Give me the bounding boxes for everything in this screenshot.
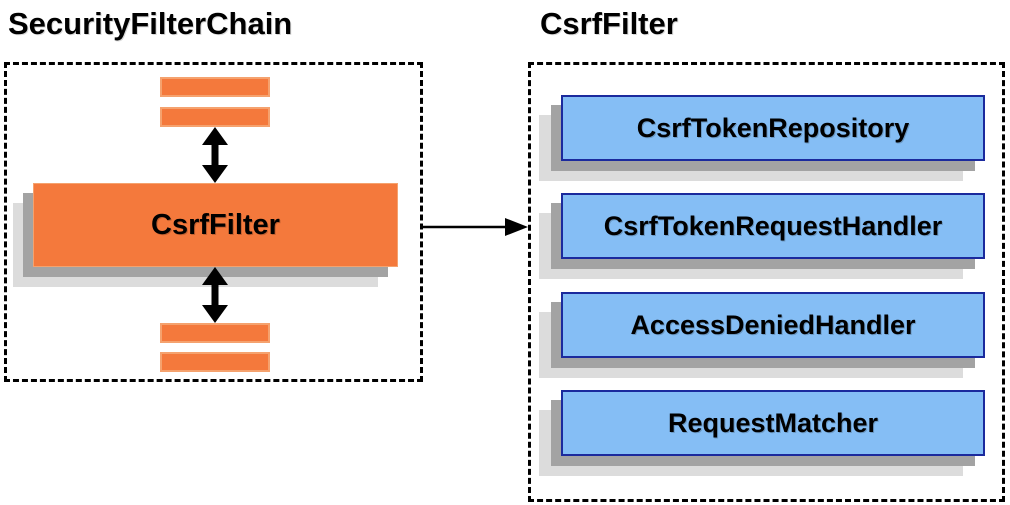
- component-label: AccessDeniedHandler: [630, 309, 916, 340]
- filter-placeholder-bar: [160, 352, 270, 372]
- component-label: RequestMatcher: [667, 407, 879, 438]
- security-filter-chain-container: [4, 62, 423, 382]
- component-box-csrf-token-repository: CsrfTokenRepository: [561, 95, 985, 161]
- csrf-filter-box-label: CsrfFilter: [151, 208, 280, 241]
- csrf-filter-container: [528, 62, 1005, 502]
- component-label: CsrfTokenRequestHandler: [603, 210, 943, 241]
- component-label: CsrfTokenRepository: [636, 112, 910, 143]
- right-arrow-icon: [423, 218, 528, 236]
- filter-placeholder-bar: [160, 107, 270, 127]
- component-box-access-denied-handler: AccessDeniedHandler: [561, 292, 985, 358]
- up-down-arrow-icon: [202, 267, 228, 323]
- filter-placeholder-bar: [160, 77, 270, 97]
- component-box-request-matcher: RequestMatcher: [561, 390, 985, 456]
- right-panel-title: CsrfFilter: [540, 6, 678, 41]
- filter-placeholder-bar: [160, 323, 270, 343]
- up-down-arrow-icon: [202, 127, 228, 183]
- csrf-filter-box: CsrfFilter: [33, 183, 398, 267]
- component-box-csrf-token-request-handler: CsrfTokenRequestHandler: [561, 193, 985, 259]
- left-panel-title: SecurityFilterChain: [8, 6, 293, 41]
